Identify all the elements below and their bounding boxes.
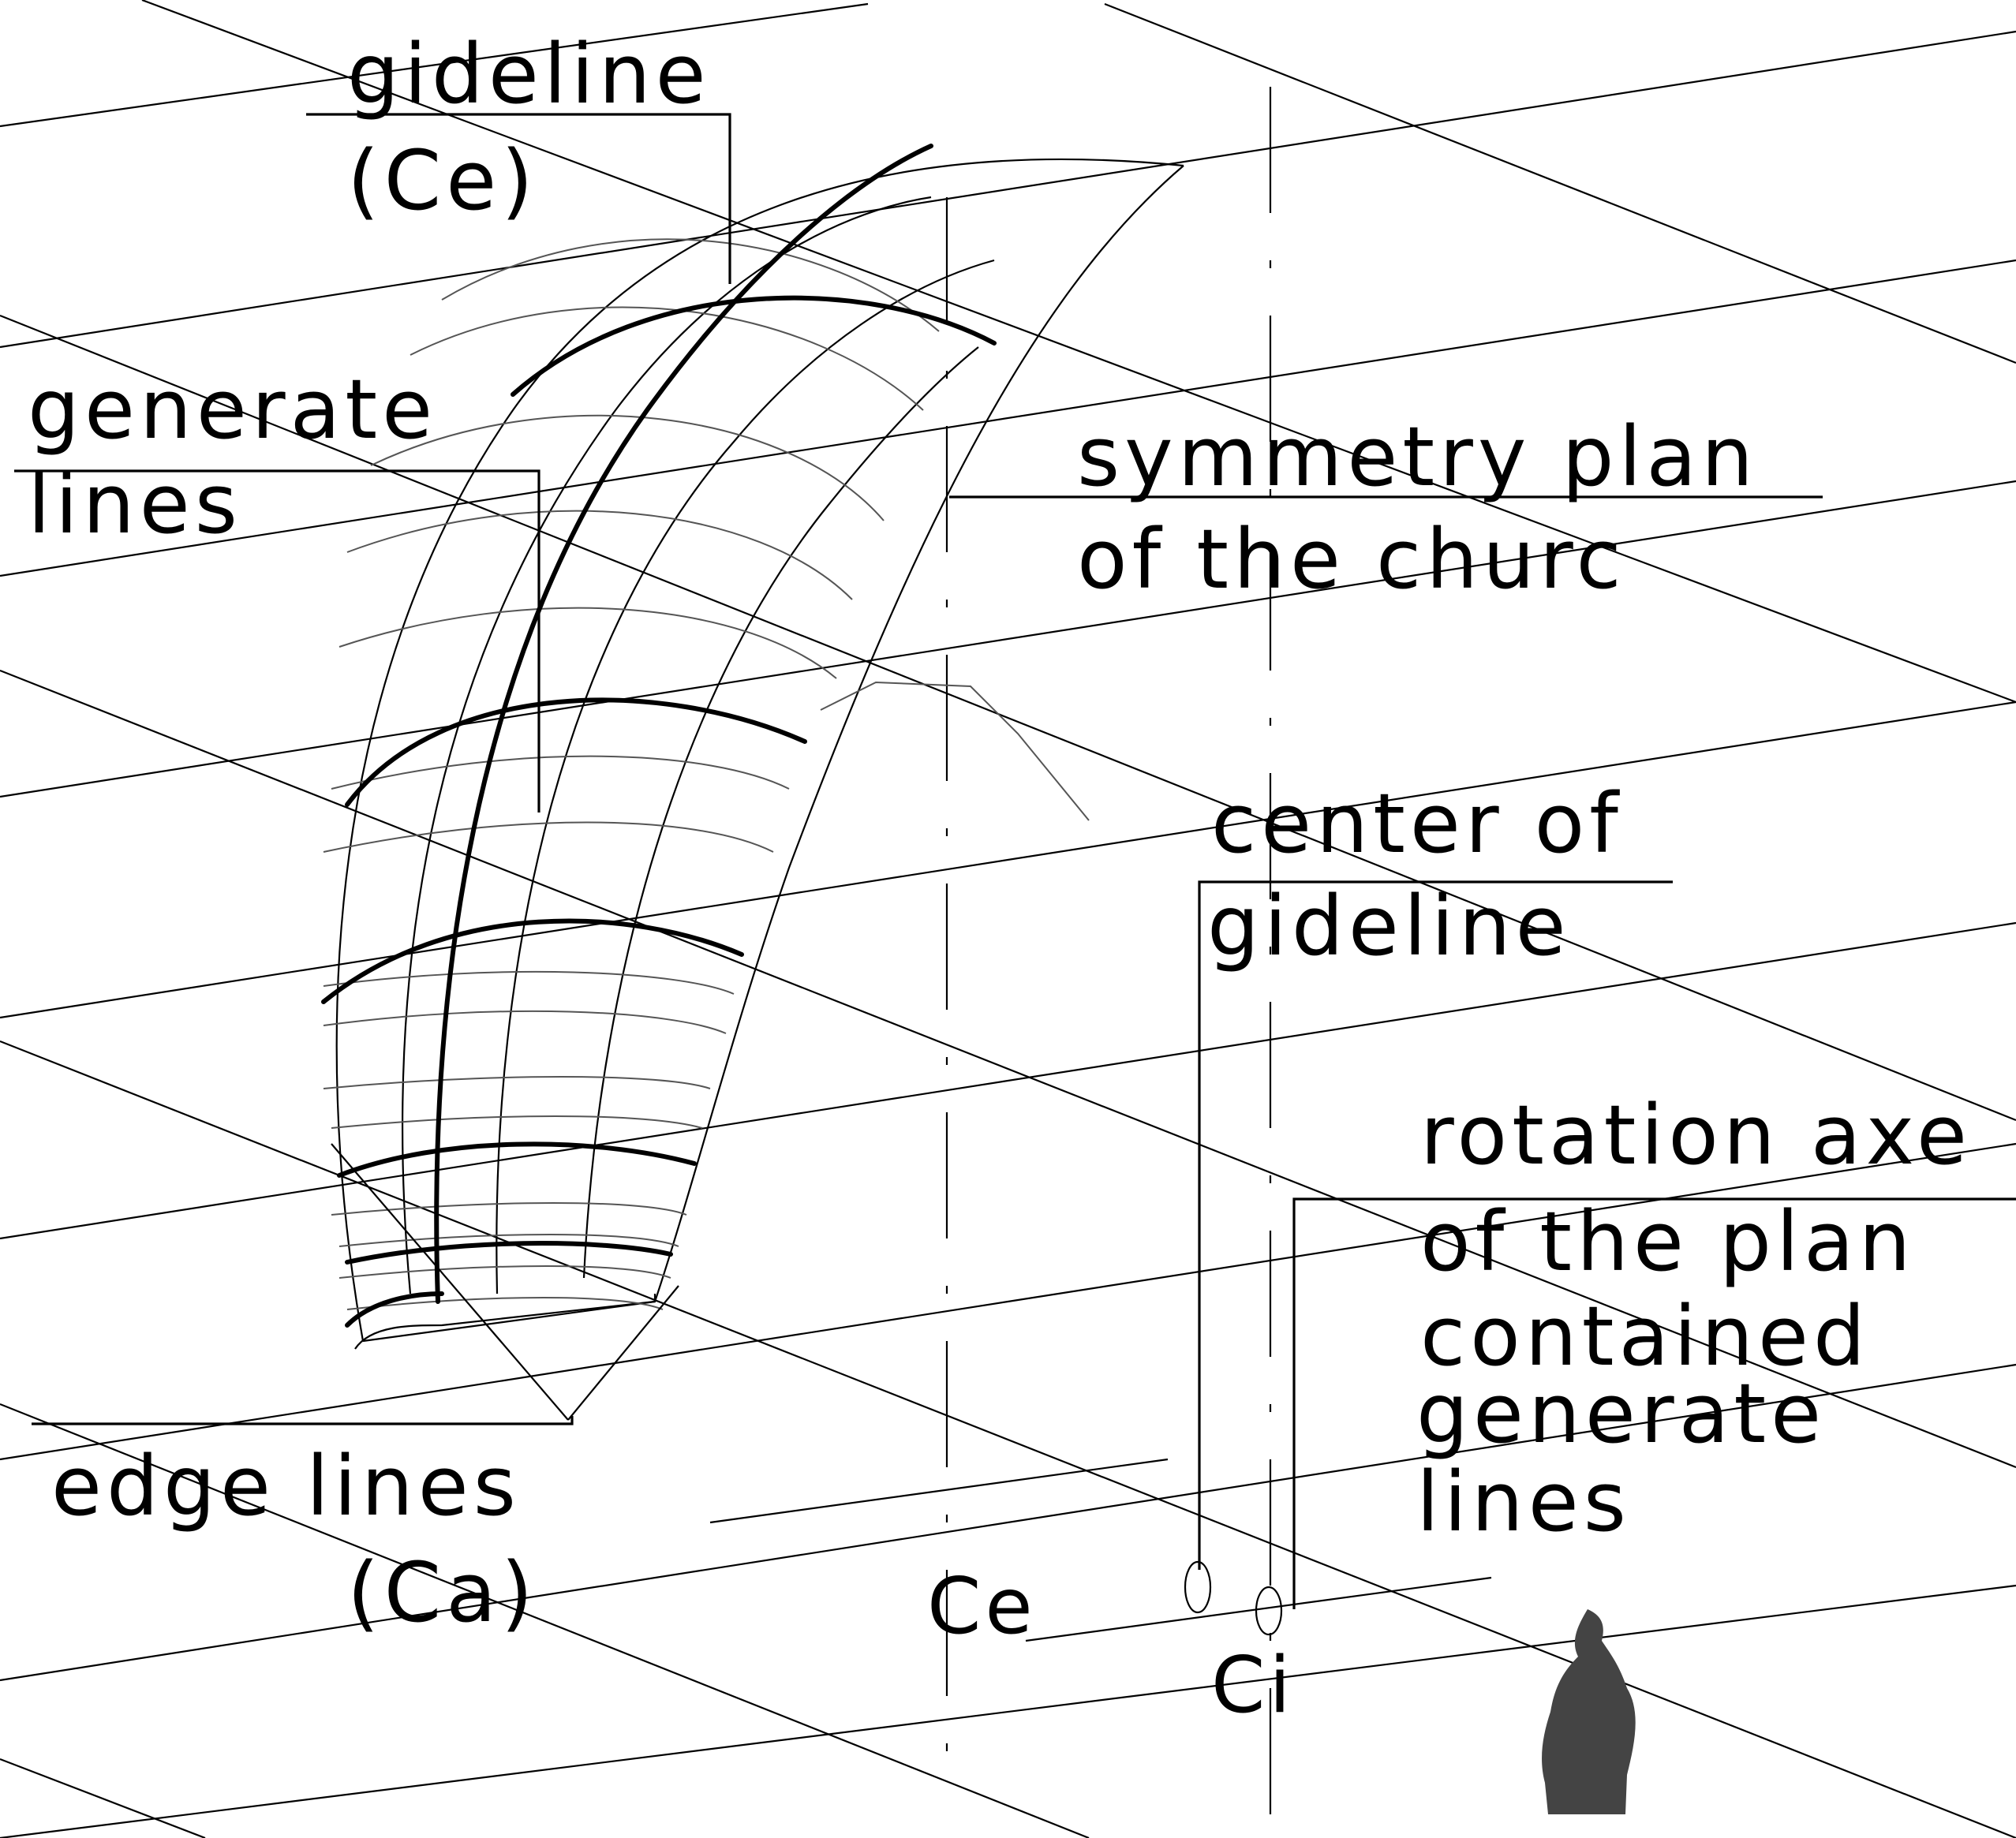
shell-outline — [335, 158, 1184, 1350]
gideline-label: gideline — [347, 26, 711, 122]
ce-point-label: Ce — [927, 1562, 1037, 1652]
center-of-label: center of — [1211, 775, 1623, 872]
center-gideline-label: gideline — [1207, 878, 1571, 974]
symmetry-label: symmetry plan — [1077, 409, 1758, 505]
gideline-ce-label: (Ce) — [347, 133, 538, 229]
generate-lines-label: lines — [28, 456, 242, 552]
edge-lines — [331, 1143, 679, 1421]
symmetry-church-label: of the churc — [1077, 511, 1626, 607]
rotation-generate-label: generate — [1416, 1365, 1826, 1462]
rotation-plan-label: of the plan — [1420, 1194, 1916, 1290]
rotation-lines-label: lines — [1416, 1454, 1631, 1550]
leader-lines — [14, 113, 2016, 1609]
center-ce-marker — [1184, 1560, 1212, 1614]
rotation-axe-label: rotation axe — [1420, 1087, 1972, 1183]
center-ci-marker — [1255, 1586, 1283, 1636]
edge-ca-label: (Ca) — [347, 1545, 538, 1641]
generate-label: generate — [28, 361, 437, 458]
rotation-contained-label: contained — [1420, 1288, 1870, 1384]
thin-ribs — [323, 238, 940, 1310]
person-silhouette — [1542, 1609, 1636, 1814]
edge-lines-label: edge lines — [51, 1438, 521, 1534]
vertical-axes — [945, 87, 1272, 1838]
ci-point-label: Ci — [1211, 1641, 1295, 1731]
bold-generate-lines — [321, 144, 997, 1328]
interior-profile — [820, 681, 1090, 821]
